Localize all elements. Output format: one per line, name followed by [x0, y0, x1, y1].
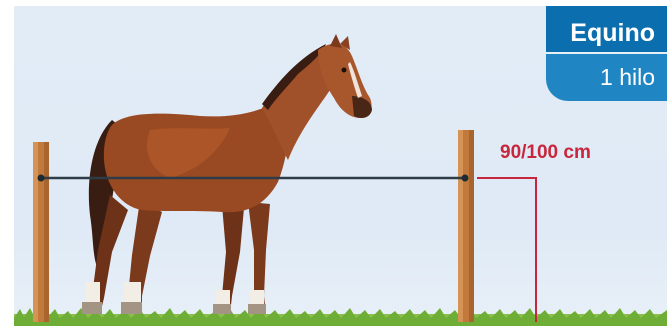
horse-figure	[82, 34, 372, 314]
species-label: Equino	[546, 6, 667, 52]
fence-type-badge: Equino 1 hilo	[546, 6, 667, 101]
fence-post-left	[33, 142, 49, 322]
height-measure-line	[477, 178, 536, 322]
grass-strip	[14, 308, 667, 326]
wire-insulator-right	[462, 175, 469, 182]
fence-post-right	[458, 130, 474, 322]
wire-count-label: 1 hilo	[546, 54, 667, 101]
height-label: 90/100 cm	[500, 142, 591, 164]
wire-insulator-left	[38, 175, 45, 182]
